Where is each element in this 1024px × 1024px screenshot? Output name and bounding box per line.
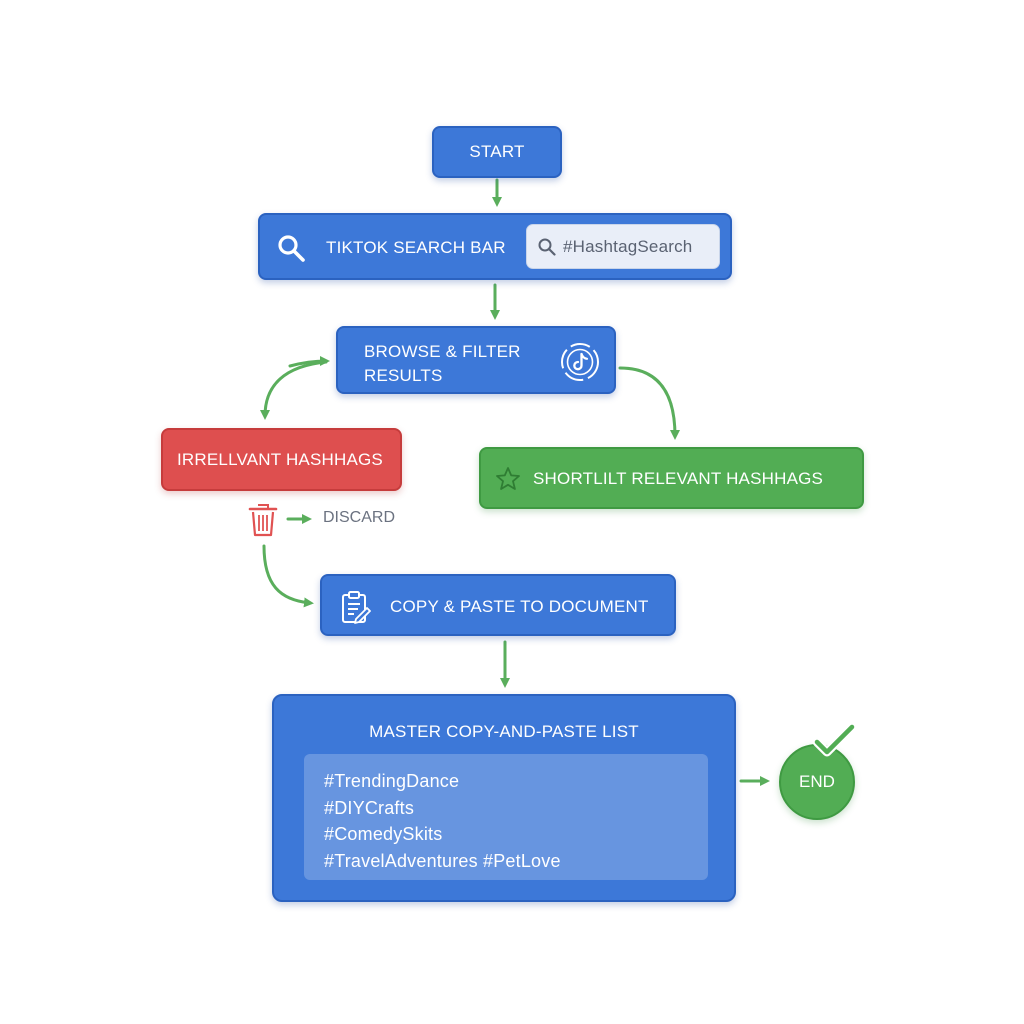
arrow-irrelevant-to-browse xyxy=(288,356,330,368)
hashtag-search-input[interactable]: #HashtagSearch xyxy=(526,224,720,269)
master-list-node: MASTER COPY-AND-PASTE LIST #TrendingDanc… xyxy=(272,694,736,902)
magnifier-icon xyxy=(538,238,556,256)
irrelevant-hashtags-label: IRRELLVANT HASHHAGS xyxy=(177,449,383,469)
trash-icon xyxy=(248,504,278,537)
end-label: END xyxy=(799,772,835,791)
list-item: #ComedySkits xyxy=(324,824,443,844)
list-item: #TrendingDance xyxy=(324,771,460,791)
browse-filter-label: BROWSE & FILTER RESULTS xyxy=(364,342,521,385)
arrow-browse-to-irrelevant xyxy=(260,360,328,420)
copy-paste-node: COPY & PASTE TO DOCUMENT xyxy=(320,574,676,636)
discard-label: DISCARD xyxy=(323,509,396,526)
search-placeholder: #HashtagSearch xyxy=(563,236,693,256)
arrow-browse-to-shortlist xyxy=(618,366,680,440)
browse-filter-node: BROWSE & FILTER RESULTS xyxy=(336,326,616,394)
shortlist-relevant-label: SHORTLILT RELEVANT HASHHAGS xyxy=(533,469,824,488)
star-icon xyxy=(496,467,520,490)
list-item: #DIYCrafts xyxy=(324,797,415,818)
search-bar-label: TIKTOK SEARCH BAR xyxy=(326,238,506,257)
clipboard-icon xyxy=(342,591,371,624)
copy-paste-label: COPY & PASTE TO DOCUMENT xyxy=(390,597,649,616)
search-bar-node: TIKTOK SEARCH BAR #HashtagSearch xyxy=(258,213,732,280)
master-list-title: MASTER COPY-AND-PASTE LIST xyxy=(369,722,639,741)
start-label: START xyxy=(469,142,525,161)
master-hashtag-list: #TrendingDance #DIYCrafts #ComedySkits #… xyxy=(304,754,708,880)
arrow-discard-to-copy xyxy=(262,544,314,608)
shortlist-relevant-node: SHORTLILT RELEVANT HASHHAGS xyxy=(479,447,864,509)
irrelevant-hashtags-node: IRRELLVANT HASHHAGS xyxy=(161,428,402,491)
list-item: #TravelAdventures #PetLove xyxy=(324,850,561,871)
search-icon xyxy=(278,235,305,262)
checkmark-icon xyxy=(812,722,856,757)
tiktok-icon xyxy=(561,343,599,381)
start-node: START xyxy=(432,126,562,178)
